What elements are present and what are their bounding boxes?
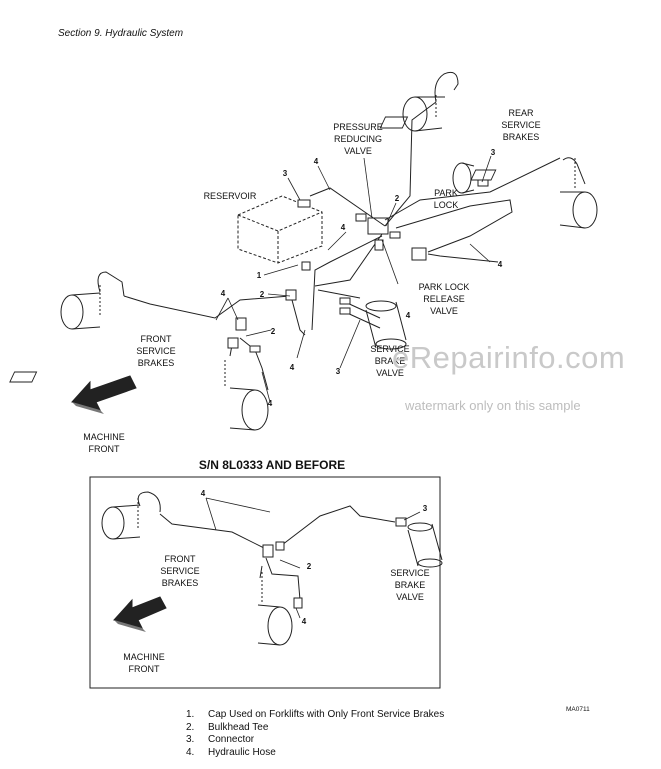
park-lock-label-2: LOCK: [434, 200, 459, 210]
service-valve-label-1: SERVICE: [370, 344, 409, 354]
rear-brake-upper: [379, 71, 459, 132]
watermark-sub: watermark only on this sample: [405, 398, 581, 413]
legend-number: 4.: [186, 746, 195, 758]
inset-machine-front-label-2: FRONT: [129, 664, 160, 674]
pressure-reducing-label-3: VALVE: [344, 146, 372, 156]
rear-brakes-label-2: SERVICE: [501, 120, 540, 130]
park-lock-label-1: PARK: [434, 188, 458, 198]
inset-front-brakes-label-3: BRAKES: [162, 578, 199, 588]
pressure-reducing-label-2: REDUCING: [334, 134, 382, 144]
front-brake-right: [9, 360, 269, 431]
callout-4-right: 4: [498, 260, 503, 269]
rear-brake-right: [470, 157, 598, 229]
service-valve-label-2: BRAKE: [375, 356, 406, 366]
leader-lines: [215, 155, 492, 403]
section-title: Section 9. Hydraulic System: [58, 28, 184, 39]
park-release-label-3: VALVE: [430, 306, 458, 316]
park-lock: [452, 162, 475, 194]
inset-callout-4-bottom: 4: [302, 617, 307, 626]
machine-front-arrow: [71, 375, 137, 414]
callout-4-mid: 4: [341, 223, 346, 232]
front-brakes-label-2: SERVICE: [136, 346, 175, 356]
inset-heading: S/N 8L0333 AND BEFORE: [199, 458, 345, 472]
inset-machine-front-label-1: MACHINE: [123, 652, 165, 662]
inset-front-brakes-label-2: SERVICE: [160, 566, 199, 576]
inset-diagram: [101, 491, 443, 646]
service-brake-valve: [365, 300, 407, 350]
callout-2-top: 2: [395, 194, 400, 203]
hydraulic-hoses: [123, 101, 561, 391]
main-diagram: [9, 71, 598, 431]
reservoir: [237, 195, 323, 264]
park-release-label-2: RELEASE: [423, 294, 465, 304]
front-brakes-label-1: FRONT: [141, 334, 172, 344]
park-lock-release-valve: [411, 247, 427, 261]
inset-service-valve-label-1: SERVICE: [390, 568, 429, 578]
rear-brakes-label-1: REAR: [508, 108, 534, 118]
callout-3-rear: 3: [491, 148, 496, 157]
reservoir-label: RESERVOIR: [204, 191, 257, 201]
legend-number: 2.: [186, 721, 195, 733]
legend-text: Connector: [208, 734, 255, 745]
inset-service-valve-label-3: VALVE: [396, 592, 424, 602]
legend-item: 2. Bulkhead Tee: [186, 722, 444, 735]
callout-1: 1: [257, 271, 262, 280]
callout-4-front: 4: [268, 399, 273, 408]
legend-item: 4. Hydraulic Hose: [186, 747, 444, 760]
callout-4-top: 4: [314, 157, 319, 166]
parts-legend: 1. Cap Used on Forklifts with Only Front…: [186, 709, 444, 759]
callout-4-center: 4: [290, 363, 295, 372]
inset-service-valve-label-2: BRAKE: [395, 580, 426, 590]
inset-callout-2: 2: [307, 562, 312, 571]
park-release-label-1: PARK LOCK: [419, 282, 470, 292]
callout-3-bottom: 3: [336, 367, 341, 376]
callout-3-top: 3: [283, 169, 288, 178]
callout-4-left: 4: [221, 289, 226, 298]
inset-front-brakes-label-1: FRONT: [165, 554, 196, 564]
front-brake-left: [60, 271, 125, 330]
callout-2-lower: 2: [271, 327, 276, 336]
machine-front-label-1: MACHINE: [83, 432, 125, 442]
service-valve-label-3: VALVE: [376, 368, 404, 378]
inset-callout-4-top: 4: [201, 489, 206, 498]
watermark-main: eRepairinfo.com: [392, 340, 626, 375]
legend-number: 3.: [186, 734, 195, 745]
callout-4-brake: 4: [406, 311, 411, 320]
legend-text: Bulkhead Tee: [208, 721, 269, 733]
legend-item: 1. Cap Used on Forklifts with Only Front…: [186, 709, 444, 722]
legend-item: 3. Connector: [186, 734, 444, 747]
fittings: [227, 179, 489, 353]
rear-brakes-label-3: BRAKES: [503, 132, 540, 142]
front-brakes-label-3: BRAKES: [138, 358, 175, 368]
pressure-reducing-label-1: PRESSURE: [333, 122, 383, 132]
machine-front-label-2: FRONT: [89, 444, 120, 454]
pressure-reducing-valve: [367, 217, 389, 235]
legend-number: 1.: [186, 709, 195, 720]
inset-frame: [89, 476, 441, 689]
legend-text: Hydraulic Hose: [208, 746, 276, 758]
callout-2-left: 2: [260, 290, 265, 299]
inset-callout-3: 3: [423, 504, 428, 513]
figure-reference-code: MA0711: [566, 706, 590, 713]
legend-text: Cap Used on Forklifts with Only Front Se…: [208, 709, 445, 720]
